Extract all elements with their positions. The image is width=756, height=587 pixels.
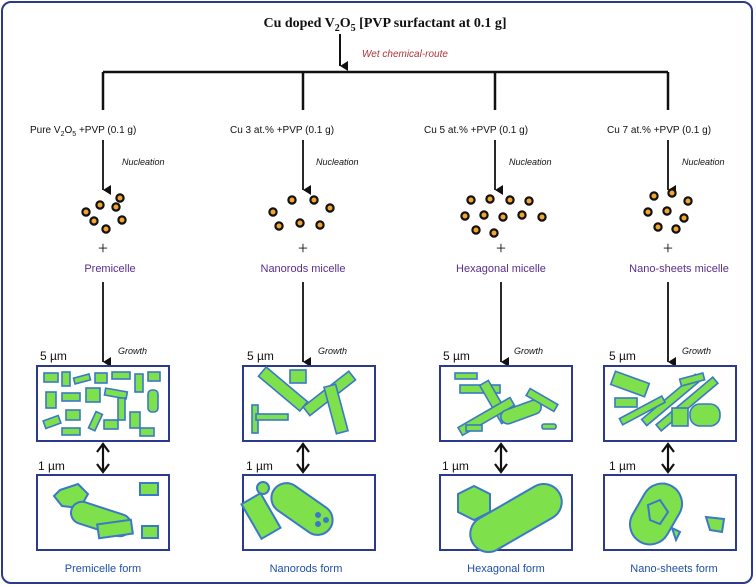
diagram-title: Cu doped V2O5 [PVP surfactant at 0.1 g] (263, 16, 506, 34)
growth-label-2: Growth (318, 346, 347, 356)
micelle-label-4: Nano-sheets micelle (629, 263, 729, 275)
hexagonal-detail (457, 483, 563, 553)
nanosheet-detail (629, 482, 726, 546)
form-label-1: Premicelle form (65, 563, 141, 575)
growth-label-1: Growth (118, 346, 147, 356)
condition-label-4: Cu 7 at.% +PVP (0.1 g) (607, 125, 711, 136)
nucleation-label-3: Nucleation (509, 157, 552, 167)
scale-label-top-4: 5 µm (609, 349, 636, 363)
micelle-label-1: Premicelle (84, 263, 135, 275)
scale-label-bottom-4: 1 µm (609, 459, 636, 473)
micelle-label-2: Nanorods micelle (261, 263, 346, 275)
plus-sign-2: + (298, 238, 308, 258)
nanorod-particles (251, 365, 357, 435)
nuclei-cluster-4 (643, 188, 693, 234)
nuclei-cluster-2 (268, 195, 335, 231)
condition-label-3: Cu 5 at.% +PVP (0.1 g) (424, 125, 528, 136)
scale-label-bottom-2: 1 µm (246, 459, 273, 473)
form-label-2: Nanorods form (270, 563, 343, 575)
plus-sign-4: + (663, 238, 673, 258)
micelle-label-3: Hexagonal micelle (456, 263, 546, 275)
route-label: Wet chemical-route (362, 49, 448, 60)
nucleation-label-2: Nucleation (316, 157, 359, 167)
nucleation-label-4: Nucleation (682, 157, 725, 167)
nanorod-detail (240, 481, 334, 541)
hexagonal-particles (454, 372, 559, 437)
condition-label-2: Cu 3 at.% +PVP (0.1 g) (230, 125, 334, 136)
scale-label-bottom-1: 1 µm (38, 459, 65, 473)
scale-label-bottom-3: 1 µm (442, 459, 469, 473)
form-label-4: Nano-sheets form (630, 563, 717, 575)
growth-label-4: Growth (682, 346, 711, 356)
nucleation-label-1: Nucleation (122, 157, 165, 167)
premicelle-particles (42, 371, 161, 437)
nuclei-cluster-1 (81, 193, 127, 234)
plus-sign-1: + (98, 238, 108, 258)
form-label-3: Hexagonal form (467, 563, 545, 575)
scale-label-top-3: 5 µm (443, 349, 470, 363)
scale-label-top-2: 5 µm (247, 349, 274, 363)
premicelle-detail (52, 482, 159, 540)
condition-label-1: Pure V2O5 +PVP (0.1 g) (30, 125, 136, 138)
scale-label-top-1: 5 µm (40, 349, 67, 363)
nuclei-cluster-3 (460, 194, 547, 238)
double-arrows (96, 442, 675, 474)
nanosheet-particles (609, 370, 721, 432)
growth-label-3: Growth (514, 346, 543, 356)
plus-sign-3: + (496, 238, 506, 258)
